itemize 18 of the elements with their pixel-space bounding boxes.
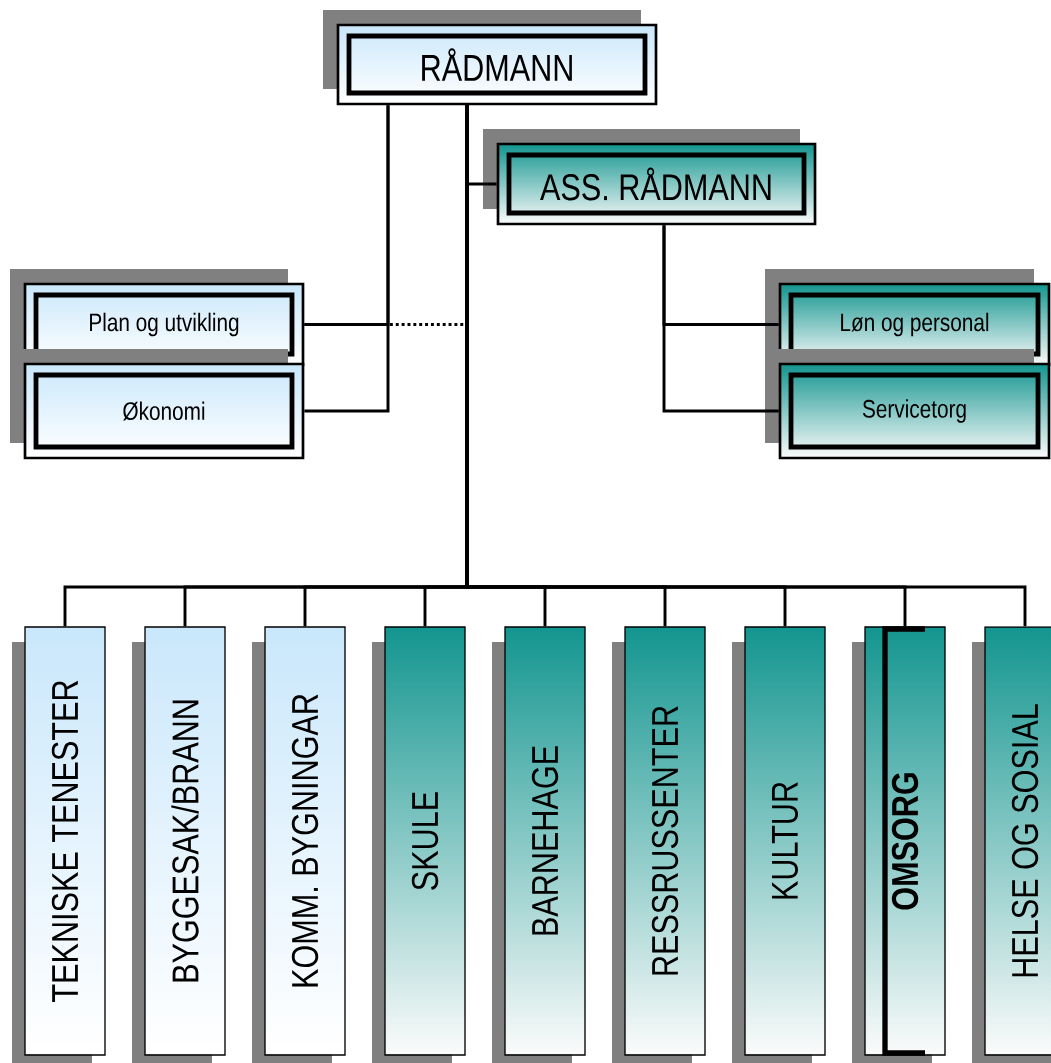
org-box: BARNEHAGE — [492, 626, 586, 1063]
org-box: TEKNISKE TENESTER — [12, 626, 106, 1063]
org-box: Løn og personal — [765, 269, 1051, 367]
org-box: RÅDMANN — [323, 10, 658, 106]
connector-line — [465, 105, 1027, 627]
org-box: KULTUR — [732, 626, 826, 1063]
org-box: RESSRUSSENTER — [612, 626, 706, 1063]
org-box: OMSORG — [852, 626, 946, 1063]
connector-line — [662, 225, 779, 413]
org-box: HELSE OG SOSIAL — [972, 626, 1051, 1063]
org-box: Plan og utvikling — [10, 269, 305, 367]
org-box: SKULE — [372, 626, 466, 1063]
org-box: Servicetorg — [765, 349, 1051, 460]
org-box: BYGGESAK/BRANN — [132, 626, 226, 1063]
org-box: ASS. RÅDMANN — [483, 129, 817, 226]
connector-line — [304, 105, 390, 413]
org-box: KOMM. BYGNINGAR — [252, 626, 346, 1063]
org-box: Økonomi — [10, 349, 305, 460]
